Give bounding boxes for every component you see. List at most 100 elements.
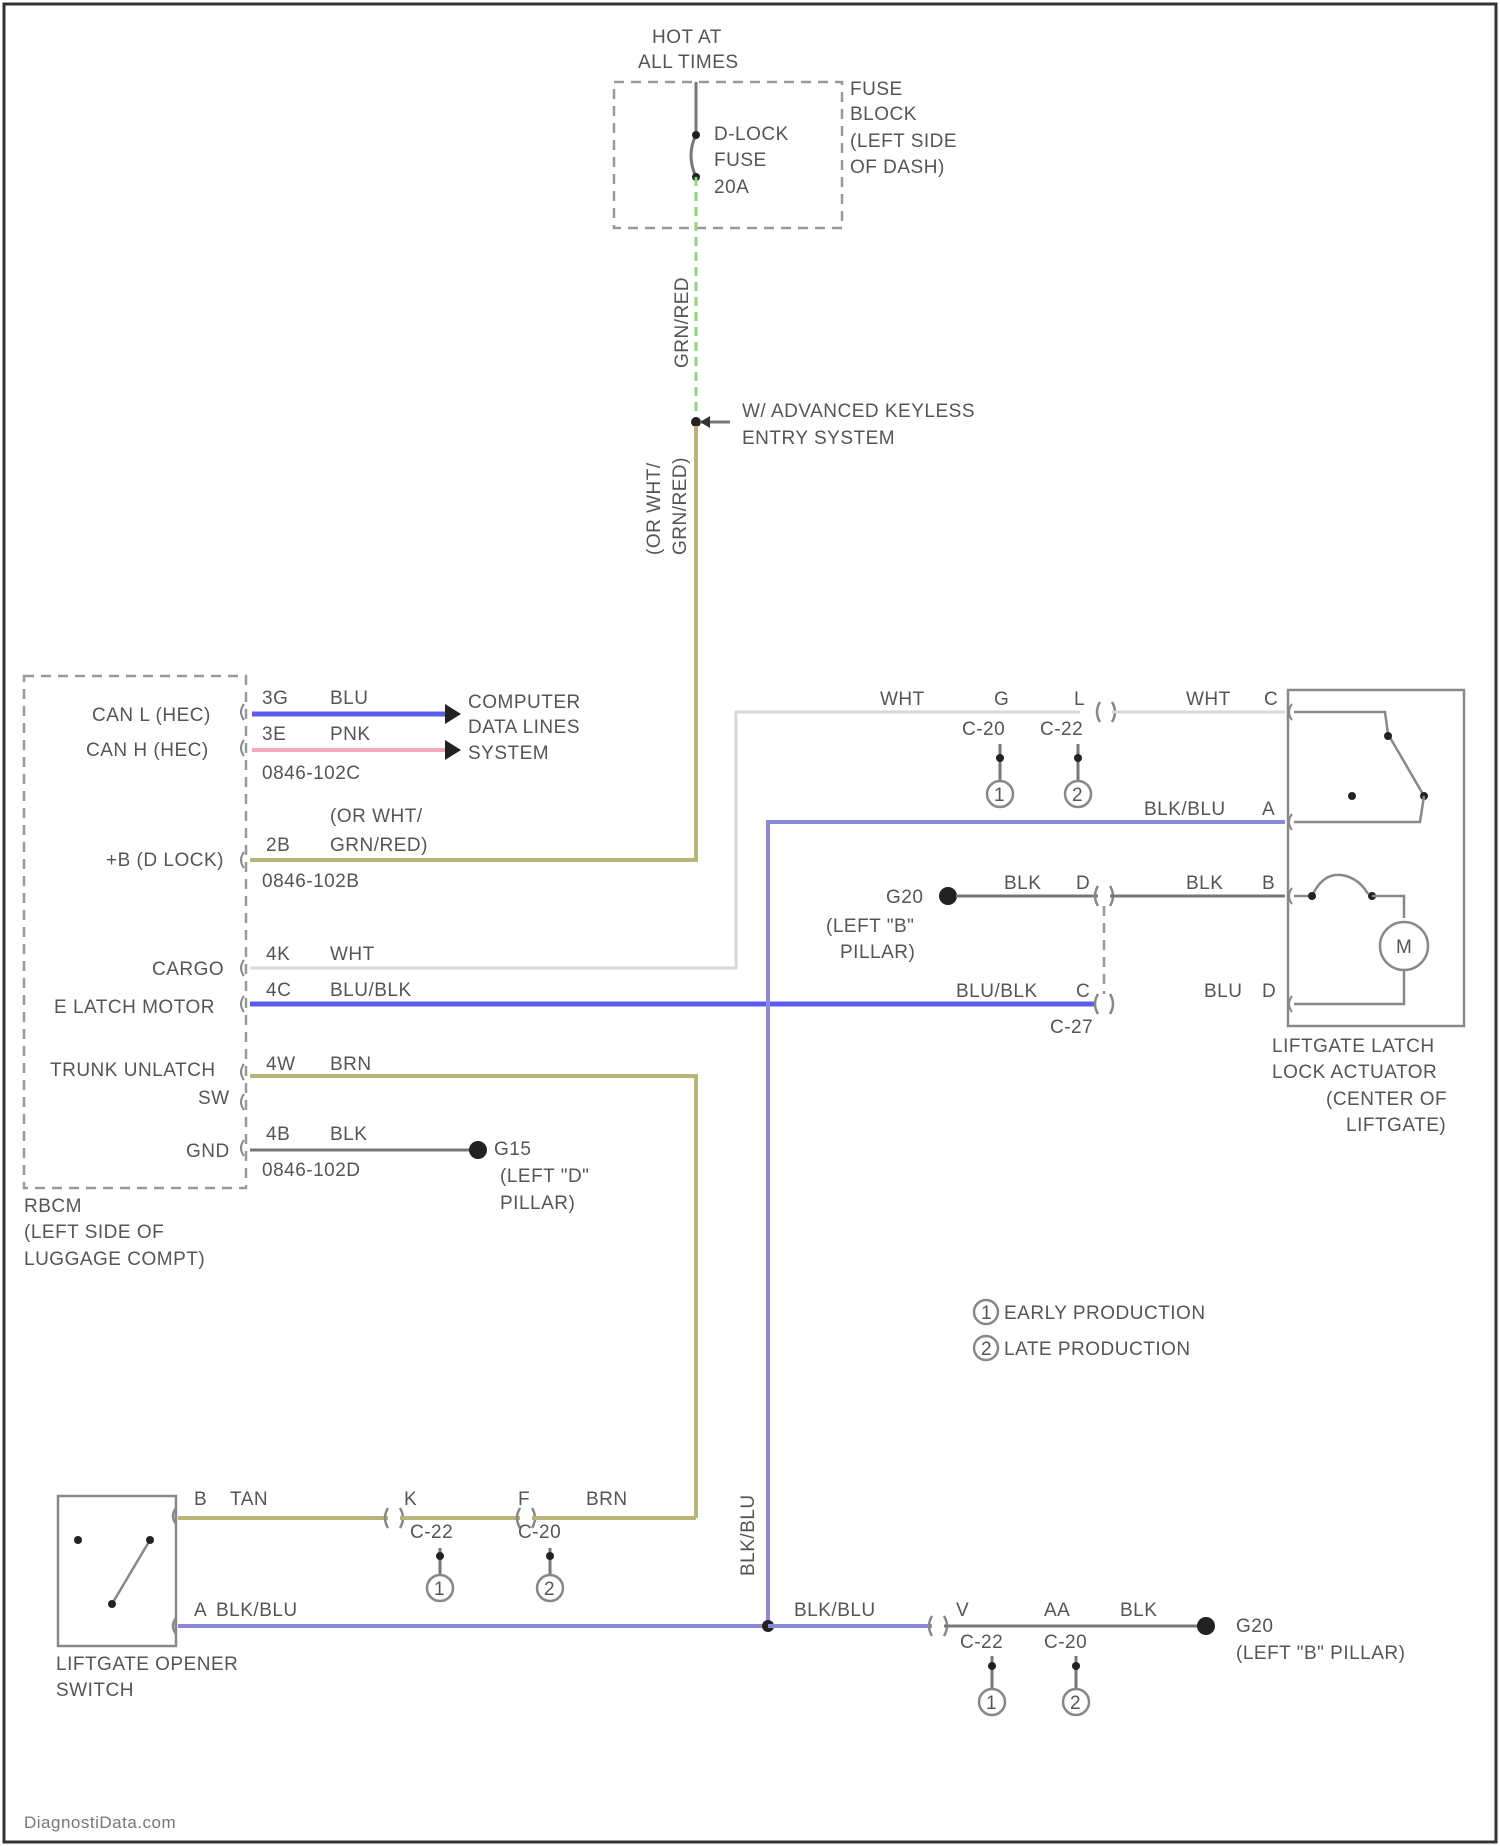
opener-conn-c22: C-22 (410, 1522, 453, 1543)
opener-switch: B TAN K F BRN C-22 C-20 1 2 A BLK/BLU BL… (56, 1489, 774, 1701)
opener-pivot (108, 1600, 116, 1608)
bottom-pin-aa: AA (1044, 1600, 1070, 1621)
branch-label-2: ENTRY SYSTEM (742, 428, 895, 449)
bottom-conn-c20: C-20 (1044, 1632, 1087, 1653)
opener-contact-1 (74, 1536, 82, 1544)
marker-dot-2 (1074, 754, 1082, 762)
connector-c20-top: C-20 (962, 719, 1005, 740)
bottom-wire-blkblu: BLK/BLU (794, 1600, 876, 1621)
marker-dot-6 (1072, 1662, 1080, 1670)
connector-mark-l (1097, 702, 1100, 722)
bottom-ground-dot (1197, 1617, 1215, 1635)
legend-text-2: LATE PRODUCTION (1004, 1339, 1191, 1360)
marker-dot-3 (436, 1552, 444, 1560)
cavity-4c: 4C (266, 980, 291, 1001)
rbcm-pin-bdlock: +B (D LOCK) (106, 850, 224, 871)
cavity-4k: 4K (266, 944, 290, 965)
opener-outline (58, 1496, 176, 1646)
legend-text-1: EARLY PRODUCTION (1004, 1303, 1206, 1324)
wht-wire-label-2: WHT (1186, 689, 1231, 710)
power-label-1: HOT AT (652, 27, 722, 48)
data-lines-label-3: SYSTEM (468, 743, 549, 764)
fuse-block: HOT AT ALL TIMES D-LOCK FUSE 20A FUSE BL… (614, 27, 957, 228)
actuator-switch-top (1294, 712, 1388, 734)
wire-label-pnk: PNK (330, 724, 371, 745)
rbcm-pin-gnd: GND (186, 1141, 230, 1162)
ground-g15-desc-1: (LEFT "D" (500, 1166, 589, 1187)
ground-g15-dot (469, 1141, 487, 1159)
actuator-label-1: LIFTGATE LATCH (1272, 1036, 1435, 1057)
rbcm-connector-marks (241, 704, 244, 1156)
marker-num-1: 1 (994, 785, 1005, 806)
fuse-name-2: FUSE (714, 150, 767, 171)
bottom-ground: BLK/BLU V AA BLK C-22 C-20 1 2 G20 (LEFT… (768, 1600, 1405, 1715)
pin-b-actuator: B (1262, 873, 1275, 894)
rbcm-label-2: (LEFT SIDE OF (24, 1222, 164, 1243)
rbcm-label-1: RBCM (24, 1196, 82, 1217)
rbcm-pin-cargo: CARGO (152, 959, 224, 980)
opener-pin-b: B (194, 1489, 207, 1510)
alt-wire-label-2: GRN/RED) (670, 457, 691, 555)
data-lines-label-2: DATA LINES (468, 717, 580, 738)
actuator-switch-contact (1348, 792, 1356, 800)
cavity-3e: 3E (262, 724, 286, 745)
marker-num-6: 2 (1070, 1693, 1081, 1714)
ground-g20-desc-2: PILLAR) (840, 942, 915, 963)
actuator-outline (1288, 690, 1464, 1026)
top-feed: GRN/RED W/ ADVANCED KEYLESS ENTRY SYSTEM… (250, 177, 975, 860)
opener-contact-2 (146, 1536, 154, 1544)
actuator-label-3: (CENTER OF (1326, 1089, 1447, 1110)
rbcm-pin-trunk-1: TRUNK UNLATCH (50, 1060, 216, 1081)
wht-wire-label: WHT (880, 689, 925, 710)
rbcm-pin-canl: CAN L (HEC) (92, 705, 211, 726)
pin-d-actuator: D (1262, 981, 1276, 1002)
marker-dot-5 (988, 1662, 996, 1670)
blk-wire-label-2: BLK (1186, 873, 1223, 894)
connector-d: 0846-102D (262, 1160, 361, 1181)
vertical-blkblu-label: BLK/BLU (738, 1494, 759, 1576)
opener-pin-a: A (194, 1600, 207, 1621)
pin-g: G (994, 689, 1009, 710)
opener-label-2: SWITCH (56, 1680, 134, 1701)
fuse-symbol (691, 135, 696, 177)
blk-wire-label-1: BLK (1004, 873, 1041, 894)
actuator-switch-blade (1388, 734, 1424, 796)
fuse-terminal-top (692, 131, 700, 139)
fuse-block-label-2: BLOCK (850, 104, 917, 125)
alt-wire-rbcm-1: (OR WHT/ (330, 806, 423, 827)
can-high-arrow (445, 740, 461, 760)
fuse-block-label-1: FUSE (850, 79, 903, 100)
connector-mark-c27b (1110, 994, 1113, 1014)
wire-label-wht: WHT (330, 944, 375, 965)
wire-label-brn: BRN (330, 1054, 372, 1075)
can-low-arrow (445, 704, 461, 724)
legend-num-2: 2 (981, 1339, 992, 1360)
fuse-rating: 20A (714, 177, 749, 198)
ground-g20-desc-1: (LEFT "B" (826, 916, 914, 937)
wire-label-blk: BLK (330, 1124, 367, 1145)
actuator-circuits: WHT G L C-20 C-22 1 2 WHT C BLK/BLU A G2… (768, 689, 1464, 1626)
marker-dot-4 (546, 1552, 554, 1560)
splice-dot (691, 417, 701, 427)
connector-c22-top: C-22 (1040, 719, 1083, 740)
opener-pin-f: F (518, 1489, 530, 1510)
motor-limit-switch (1294, 875, 1368, 896)
dlock-feed-wire (250, 426, 696, 860)
blublk-wire-label: BLU/BLK (956, 981, 1038, 1002)
rbcm-pin-canh: CAN H (HEC) (86, 740, 209, 761)
opener-conn-c20: C-20 (518, 1522, 561, 1543)
fuse-block-label-4: OF DASH) (850, 157, 945, 178)
watermark: DiagnostiData.com (24, 1813, 176, 1832)
blkblu-wire-label: BLK/BLU (1144, 799, 1226, 820)
cavity-4w: 4W (266, 1054, 296, 1075)
grn-red-wire-label: GRN/RED (672, 277, 693, 368)
alt-wire-rbcm-2: GRN/RED) (330, 835, 428, 856)
actuator-label-4: LIFTGATE) (1346, 1115, 1446, 1136)
ground-g15-name: G15 (494, 1139, 531, 1160)
pin-a-actuator: A (1262, 799, 1275, 820)
motor-switch-dot (1308, 892, 1316, 900)
marker-num-5: 1 (986, 1693, 997, 1714)
power-label-2: ALL TIMES (638, 52, 739, 73)
wire-label-blublk: BLU/BLK (330, 980, 412, 1001)
